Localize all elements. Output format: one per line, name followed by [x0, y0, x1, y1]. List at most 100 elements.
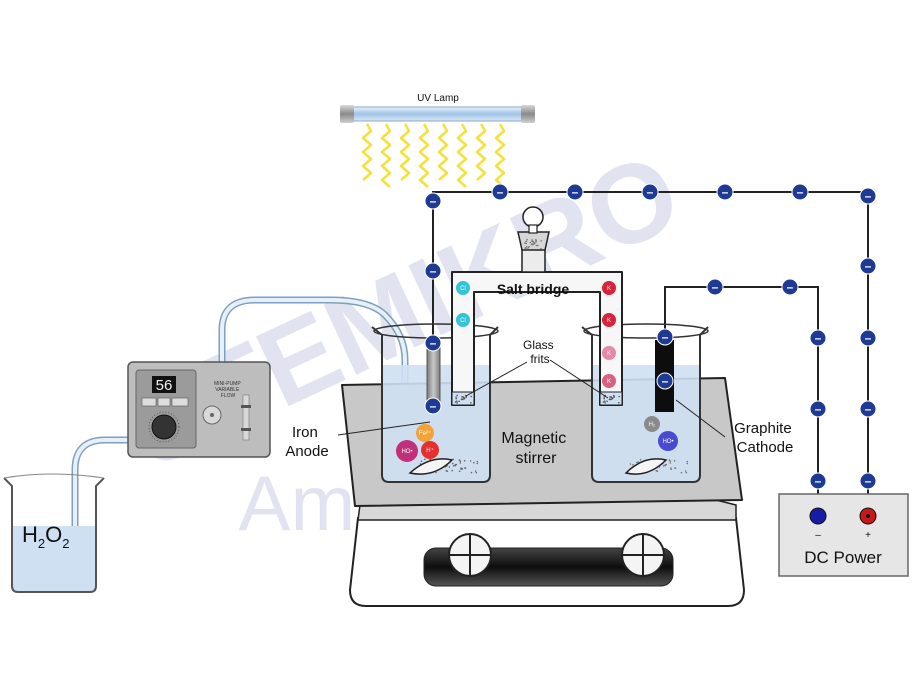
svg-text:K: K — [607, 379, 611, 385]
dc-power-supply: – + DC Power — [778, 493, 909, 577]
svg-text:Cl: Cl — [460, 318, 466, 324]
stir-bar-left — [408, 458, 454, 475]
svg-text:K: K — [607, 351, 611, 357]
uv-lamp: UV Lamp — [340, 93, 535, 123]
uv-ray — [418, 123, 430, 188]
pointer-lines — [337, 359, 726, 438]
electron: – — [706, 278, 724, 296]
svg-text:–: – — [497, 185, 504, 199]
svg-text:Fe²⁺: Fe²⁺ — [419, 430, 431, 437]
pump-display: 56 — [156, 377, 173, 394]
text-labels: Iron Anode Glass frits Magnetic stirrer … — [285, 338, 796, 467]
svg-text:–: – — [712, 280, 719, 294]
ho-radical: HO• — [396, 440, 418, 462]
pump-button-2[interactable] — [157, 397, 171, 407]
svg-text:HO•: HO• — [662, 439, 673, 445]
salt-bridge-stopper — [517, 206, 550, 273]
svg-text:–: – — [815, 402, 822, 416]
stir-bar-right — [624, 458, 668, 475]
pump-button-3[interactable] — [171, 397, 189, 407]
svg-text:HO•: HO• — [401, 449, 412, 455]
electron: – — [859, 472, 877, 490]
svg-text:–: – — [430, 336, 437, 350]
electron: – — [656, 372, 674, 390]
electron: – — [859, 329, 877, 347]
tubing — [71, 296, 409, 576]
electron: – — [424, 262, 442, 280]
svg-text:Cl: Cl — [460, 286, 466, 292]
svg-text:–: – — [865, 259, 872, 273]
pump-speed-knob[interactable] — [151, 414, 177, 440]
electron: – — [791, 183, 809, 201]
k-ion: K — [602, 313, 616, 327]
uv-ray — [361, 123, 373, 181]
electron: – — [809, 329, 827, 347]
electron: – — [424, 397, 442, 415]
positive-terminal-label: + — [865, 530, 871, 541]
uv-ray — [475, 123, 487, 181]
svg-text:–: – — [797, 185, 804, 199]
svg-text:–: – — [865, 331, 872, 345]
uv-rays — [361, 123, 506, 188]
peristaltic-pump: 56 MINI-PUMP VARIABLE FLOW — [127, 361, 271, 458]
stirrer-knob-right[interactable] — [621, 533, 665, 577]
electron: – — [859, 257, 877, 275]
svg-text:K: K — [607, 286, 611, 292]
svg-text:–: – — [662, 330, 669, 344]
h-ion: H⁺ — [421, 441, 439, 459]
dc-power-label: DC Power — [804, 548, 882, 567]
electron: – — [424, 192, 442, 210]
k-ion: K — [602, 374, 616, 388]
electron: – — [859, 400, 877, 418]
cl-ion: Cl — [456, 313, 470, 327]
svg-text:–: – — [430, 194, 437, 208]
electron: – — [641, 183, 659, 201]
h2o2-beaker: H2O2 — [3, 473, 105, 593]
svg-text:–: – — [572, 185, 579, 199]
svg-text:H₂: H₂ — [649, 422, 656, 428]
h2o2-label: H2O2 — [22, 522, 69, 551]
uv-ray — [494, 123, 506, 188]
svg-text:–: – — [662, 374, 669, 388]
svg-text:–: – — [430, 264, 437, 278]
svg-text:–: – — [865, 189, 872, 203]
pump-title: MINI-PUMP VARIABLE FLOW — [214, 381, 242, 399]
electron: – — [656, 328, 674, 346]
iron-anode-label: Iron Anode — [285, 424, 328, 460]
salt-bridge-label: Salt bridge — [497, 281, 570, 297]
electron: – — [859, 187, 877, 205]
uv-ray — [380, 123, 392, 188]
electron: – — [809, 400, 827, 418]
electron: – — [424, 334, 442, 352]
magnetic-stirrer-label: Magnetic stirrer — [501, 430, 570, 467]
h2-molecule: H₂ — [644, 416, 660, 432]
fe-ion: Fe²⁺ — [416, 424, 434, 442]
svg-text:–: – — [647, 185, 654, 199]
uv-ray — [456, 123, 468, 188]
stirrer-knob-left[interactable] — [448, 533, 492, 577]
uv-ray — [399, 123, 411, 181]
svg-text:H⁺: H⁺ — [426, 447, 434, 454]
uv-lamp-label: UV Lamp — [417, 93, 459, 104]
cl-ion: Cl — [456, 281, 470, 295]
electrons: – – – – – – – – – – – – – – – – – – – – – — [424, 183, 877, 490]
svg-text:–: – — [815, 331, 822, 345]
svg-text:–: – — [722, 185, 729, 199]
svg-text:–: – — [865, 402, 872, 416]
negative-terminal[interactable] — [809, 507, 827, 525]
k-ion: K — [602, 346, 616, 360]
electron: – — [491, 183, 509, 201]
svg-text:K: K — [607, 318, 611, 324]
graphite-cathode-label: Graphite Cathode — [734, 420, 796, 456]
svg-text:–: – — [865, 474, 872, 488]
electron: – — [781, 278, 799, 296]
svg-text:–: – — [787, 280, 794, 294]
k-ion: K — [602, 281, 616, 295]
negative-terminal-label: – — [815, 530, 821, 541]
ho-radical: HO• — [658, 431, 678, 451]
pump-button-1[interactable] — [141, 397, 157, 407]
uv-ray — [437, 123, 449, 181]
electron: – — [809, 472, 827, 490]
